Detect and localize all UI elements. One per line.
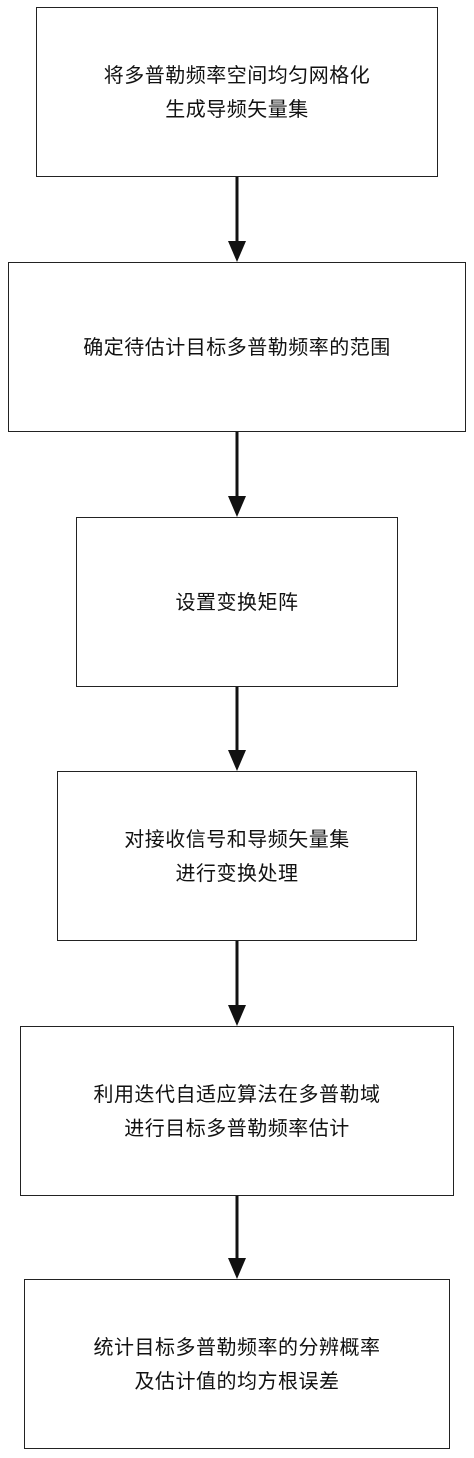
flow-step-4-box: 对接收信号和导频矢量集 进行变换处理 xyxy=(57,771,417,941)
arrow-down-icon xyxy=(228,432,246,517)
arrow-down-icon xyxy=(228,1196,246,1279)
flow-step-2-text: 确定待估计目标多普勒频率的范围 xyxy=(83,335,391,359)
arrow-down-icon xyxy=(228,177,246,262)
flow-step-1-text: 将多普勒频率空间均匀网格化 生成导频矢量集 xyxy=(103,63,371,121)
flow-step-2-box: 确定待估计目标多普勒频率的范围 xyxy=(8,262,466,432)
flow-step-5-text: 利用迭代自适应算法在多普勒域 进行目标多普勒频率估计 xyxy=(93,1082,381,1140)
flow-step-4-text: 对接收信号和导频矢量集 进行变换处理 xyxy=(124,827,350,885)
flow-step-1-box: 将多普勒频率空间均匀网格化 生成导频矢量集 xyxy=(36,7,438,177)
flow-step-6-box: 统计目标多普勒频率的分辨概率 及估计值的均方根误差 xyxy=(24,1279,450,1449)
arrow-down-icon xyxy=(228,941,246,1026)
flow-step-3-text: 设置变换矩阵 xyxy=(175,590,299,614)
flow-step-5-box: 利用迭代自适应算法在多普勒域 进行目标多普勒频率估计 xyxy=(20,1026,454,1196)
flow-step-3-box: 设置变换矩阵 xyxy=(76,517,398,687)
arrow-down-icon xyxy=(228,687,246,771)
flow-step-6-text: 统计目标多普勒频率的分辨概率 及估计值的均方根误差 xyxy=(93,1335,381,1393)
